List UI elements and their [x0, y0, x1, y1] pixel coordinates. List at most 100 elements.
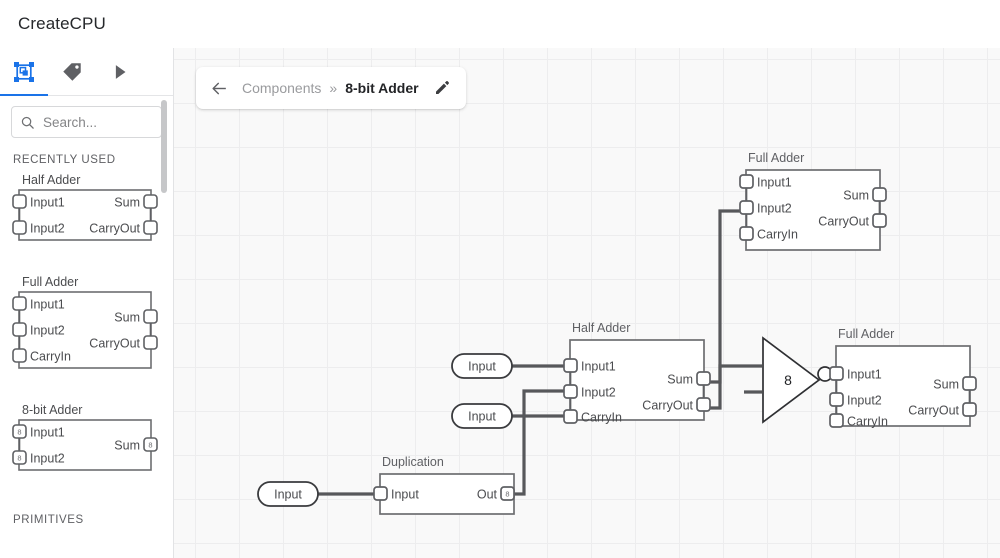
- port-label-sum: Sum: [667, 373, 693, 387]
- port-input2[interactable]: [563, 384, 578, 399]
- back-button[interactable]: [206, 75, 232, 101]
- port-label-carryin: CarryIn: [847, 415, 888, 429]
- port-carryin[interactable]: [563, 409, 578, 424]
- node-title: Full Adder: [838, 327, 894, 341]
- palette-item-title: Half Adder: [22, 173, 81, 187]
- port-label-carryin: CarryIn: [581, 411, 622, 425]
- port-label: Input2: [30, 222, 65, 236]
- canvas[interactable]: .wire { stroke:#57585b; stroke-width:3.2…: [174, 48, 1000, 558]
- buffer-width-label: 8: [784, 372, 792, 388]
- breadcrumb: Components » 8-bit Adder: [196, 67, 466, 109]
- port-input[interactable]: [373, 486, 388, 501]
- breadcrumb-separator: »: [329, 80, 338, 96]
- palette-item-half-adder[interactable]: Half Adder Input1 Input2 Sum CarryOut: [0, 173, 173, 262]
- port-label: CarryIn: [30, 350, 71, 364]
- wire-layer: [312, 209, 836, 496]
- bus-width-badge: 8: [17, 454, 21, 463]
- port-label-input: Input: [391, 488, 419, 502]
- node-full-adder-top[interactable]: Full Adder Input1 Input2 CarryIn Sum Car…: [739, 151, 887, 251]
- port-label: Sum: [114, 196, 140, 210]
- search-container: Search...: [0, 96, 173, 138]
- port-label: Sum: [114, 439, 140, 453]
- port-input2[interactable]: [739, 200, 754, 215]
- port-label: Input2: [30, 452, 65, 466]
- port-label-carryin: CarryIn: [757, 228, 798, 242]
- rename-button[interactable]: [432, 78, 452, 98]
- palette-item-title: 8-bit Adder: [22, 403, 83, 417]
- node-title: Full Adder: [748, 151, 804, 165]
- palette-full-adder-symbol: Input1 Input2 CarryIn Sum CarryOut: [12, 291, 158, 369]
- input-pill-label: Input: [468, 410, 496, 424]
- bus-width-badge: 8: [505, 490, 509, 499]
- port-label-input2: Input2: [847, 394, 882, 408]
- sidebar-scrollbar-track[interactable]: [161, 100, 170, 555]
- port-label-carryout: CarryOut: [908, 404, 959, 418]
- port-input1[interactable]: [563, 358, 578, 373]
- buffer-triangle[interactable]: [762, 336, 821, 424]
- title-bar: CreateCPU: [0, 0, 1000, 48]
- pencil-icon: [435, 81, 449, 94]
- node-full-adder-right[interactable]: Full Adder Input1 Input2 CarryIn Sum Car…: [829, 327, 977, 429]
- input-pill-label: Input: [468, 360, 496, 374]
- bus-width-badge: 8: [148, 441, 152, 450]
- node-title: Half Adder: [572, 321, 630, 335]
- port-label: Input1: [30, 298, 65, 312]
- section-recently-used: RECENTLY USED: [13, 154, 116, 166]
- wire-halfadder-carryout-to-buffer[interactable]: [704, 364, 744, 410]
- circuit-graph: .wire { stroke:#57585b; stroke-width:3.2…: [257, 151, 977, 515]
- sidebar-scrollbar-thumb[interactable]: [161, 100, 167, 193]
- port-carryout[interactable]: [962, 402, 977, 417]
- port-carryout[interactable]: [696, 397, 711, 412]
- port-carryin[interactable]: [829, 413, 844, 428]
- port-input2[interactable]: [829, 392, 844, 407]
- wire-duplication-out-to-halfadder-input2[interactable]: [508, 389, 570, 496]
- breadcrumb-root[interactable]: Components: [242, 80, 322, 96]
- input-pill-2[interactable]: Input: [451, 403, 513, 429]
- port-label-input1: Input1: [581, 360, 616, 374]
- input-pill-3[interactable]: Input: [257, 481, 319, 507]
- port-label-carryout: CarryOut: [642, 399, 693, 413]
- node-title: Duplication: [382, 455, 444, 469]
- port-label-input2: Input2: [581, 386, 616, 400]
- breadcrumb-current: 8-bit Adder: [345, 80, 419, 96]
- sidebar-tab-bar: [0, 48, 173, 96]
- port-label: Sum: [114, 311, 140, 325]
- port-label: Input1: [30, 426, 65, 440]
- port-label-carryout: CarryOut: [818, 215, 869, 229]
- palette-item-8bit-adder[interactable]: 8-bit Adder 8 8 8 Input1 Input2 Sum: [0, 403, 173, 492]
- tab-run[interactable]: [96, 48, 144, 95]
- port-carryin[interactable]: [739, 226, 754, 241]
- port-label-sum: Sum: [933, 378, 959, 392]
- tab-components[interactable]: [0, 48, 48, 95]
- node-buffer-gate[interactable]: 8: [744, 336, 833, 424]
- port-label-sum: Sum: [843, 189, 869, 203]
- port-sum[interactable]: [872, 187, 887, 202]
- port-sum[interactable]: [962, 376, 977, 391]
- port-label-input1: Input1: [757, 176, 792, 190]
- tab-tags[interactable]: [48, 48, 96, 95]
- arrow-left-icon: [211, 82, 226, 94]
- input-pill-label: Input: [274, 488, 302, 502]
- port-input1[interactable]: [829, 366, 844, 381]
- port-out[interactable]: [500, 486, 515, 501]
- wire-halfadder-sum-to-fulladder-input2[interactable]: [704, 209, 746, 384]
- play-icon: [115, 64, 126, 79]
- palette-item-full-adder[interactable]: Full Adder Input1 Input2 CarryIn Sum Car…: [0, 275, 173, 390]
- port-label-out: Out: [477, 488, 498, 502]
- port-carryout[interactable]: [872, 213, 887, 228]
- section-primitives: PRIMITIVES: [13, 514, 84, 526]
- port-label: CarryOut: [89, 337, 140, 351]
- port-sum[interactable]: [696, 371, 711, 386]
- search-icon: [21, 116, 34, 129]
- port-input1[interactable]: [739, 174, 754, 189]
- active-tab-indicator: [0, 93, 48, 96]
- node-duplication[interactable]: Duplication 8 Input Out: [373, 455, 515, 515]
- input-pill-1[interactable]: Input: [451, 353, 513, 379]
- search-placeholder: Search...: [43, 114, 98, 130]
- port-label-input1: Input1: [847, 368, 882, 382]
- search-input[interactable]: Search...: [11, 106, 162, 138]
- port-label: Input2: [30, 324, 65, 338]
- node-half-adder[interactable]: Half Adder Input1 Input2 CarryIn Sum Car…: [563, 321, 711, 425]
- palette-8bit-adder-symbol: 8 8 8 Input1 Input2 Sum: [12, 419, 158, 471]
